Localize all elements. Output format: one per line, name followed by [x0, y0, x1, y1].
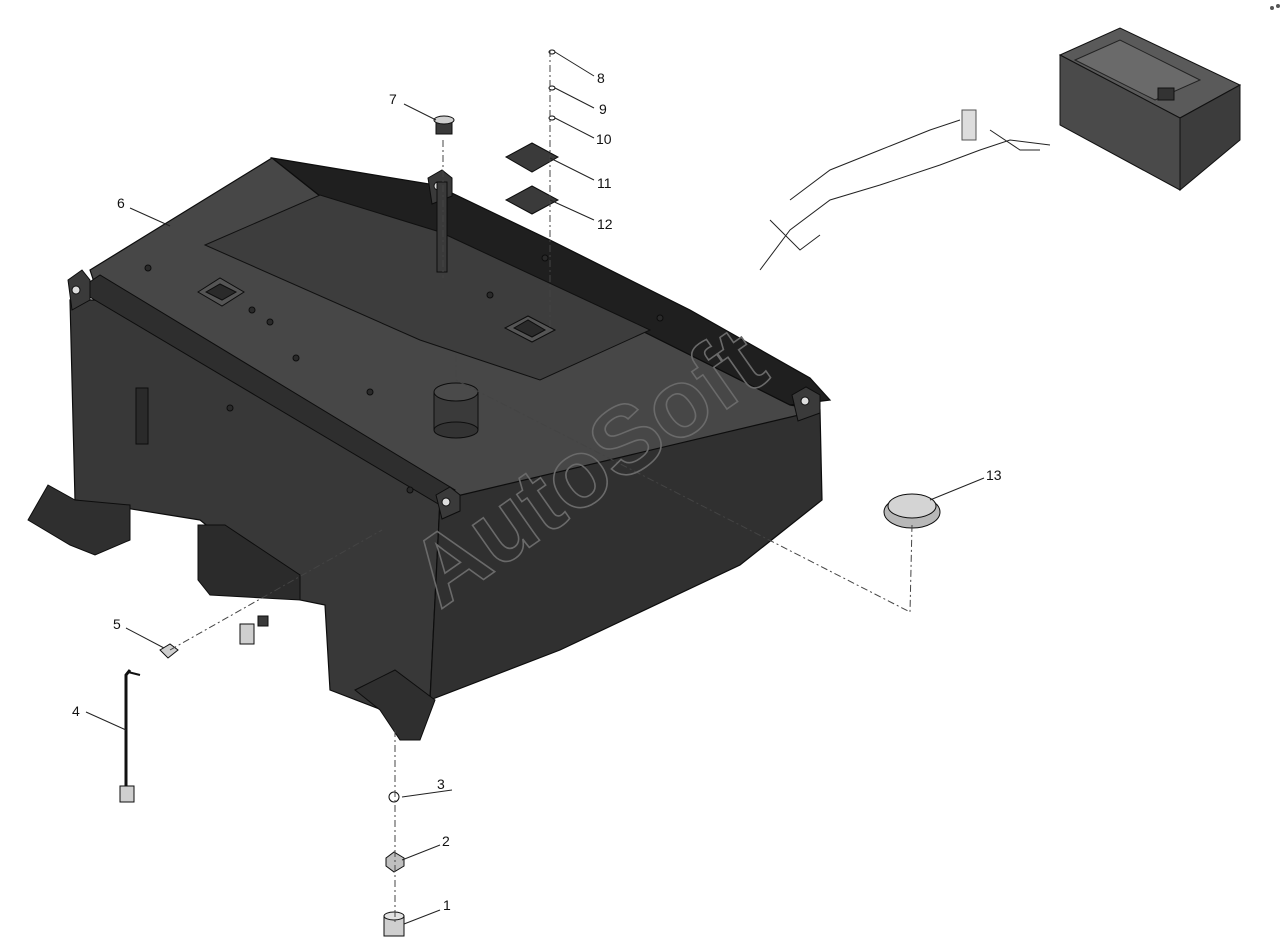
part-13-filler-cap [883, 493, 941, 529]
sender-flange-left [197, 277, 245, 307]
tank-left-foot [27, 484, 131, 556]
tank-bolts [144, 254, 664, 494]
part-4-level-tube [119, 669, 141, 803]
tank-front-band [77, 274, 456, 506]
tank-side-panel [197, 524, 301, 601]
callout-4: 4 [72, 703, 80, 719]
part-11-cover-plate [504, 142, 560, 173]
part-5-fitting [159, 643, 179, 659]
vent-tube [436, 181, 448, 273]
callout-2: 2 [442, 833, 450, 849]
callout-7: 7 [389, 91, 397, 107]
callout-11: 11 [597, 175, 612, 191]
fuel-tank [27, 157, 832, 741]
callout-12: 12 [597, 216, 613, 232]
tank-right-foot [354, 669, 436, 741]
part-1-sleeve [383, 911, 405, 937]
assembly-lines [169, 50, 913, 925]
callout-9: 9 [599, 101, 607, 117]
callout-5: 5 [113, 616, 121, 632]
filler-neck [433, 382, 479, 439]
callout-13: 13 [986, 467, 1002, 483]
part-12-gasket [504, 185, 560, 215]
callouts: 3 2 1 4 5 6 7 8 9 10 11 12 13 [72, 51, 1002, 925]
part-3-seal-ring [388, 791, 400, 803]
callout-6: 6 [117, 195, 125, 211]
inset-assembly-view [759, 4, 1280, 271]
tank-side-slot [135, 387, 149, 445]
callout-8: 8 [597, 70, 605, 86]
callout-1: 1 [443, 897, 451, 913]
drain-fitting [239, 615, 269, 645]
sender-flange-right [503, 315, 557, 343]
callout-3: 3 [437, 776, 445, 792]
part-7-breather-cap [433, 115, 455, 135]
callout-10: 10 [596, 131, 612, 147]
